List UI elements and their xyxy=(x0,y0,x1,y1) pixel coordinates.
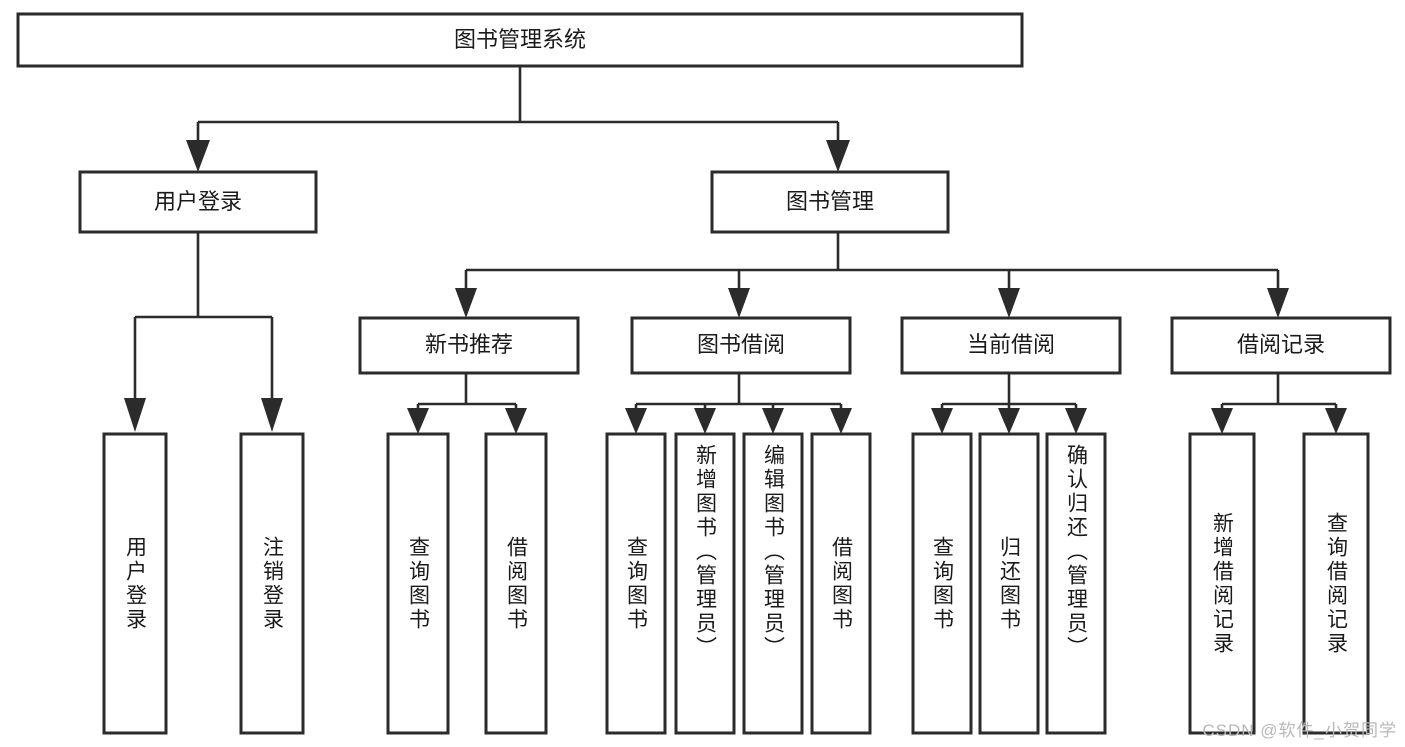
node-leaf-8[interactable] xyxy=(810,432,872,735)
node-book-management-label: 图书管理 xyxy=(786,189,874,214)
connector-layer xyxy=(124,66,1347,434)
node-new-book-recommend-label: 新书推荐 xyxy=(425,332,513,357)
arrow-leaf-12 xyxy=(1211,408,1233,434)
node-borrow-record-label: 借阅记录 xyxy=(1237,332,1325,357)
node-leaf-13[interactable] xyxy=(1302,432,1370,735)
node-user-login[interactable] xyxy=(78,170,318,234)
arrow-leaf-6 xyxy=(694,408,716,434)
node-root[interactable] xyxy=(16,12,1024,68)
arrow-to-newbook xyxy=(455,288,477,318)
node-leaf-1[interactable] xyxy=(102,432,168,735)
arrow-leaf-9 xyxy=(931,408,953,434)
node-book-borrow-label: 图书借阅 xyxy=(697,332,785,357)
node-user-login-label: 用户登录 xyxy=(154,189,242,214)
csdn-watermark: CSDN @软件_小贺同学 xyxy=(1202,721,1397,740)
arrow-leaf-5 xyxy=(625,408,647,434)
arrow-to-user-login xyxy=(186,140,210,172)
arrow-leaf-3 xyxy=(407,408,429,434)
node-leaf-11[interactable] xyxy=(1045,432,1107,735)
node-new-book-recommend[interactable] xyxy=(358,316,580,375)
node-leaf-10[interactable] xyxy=(978,432,1040,735)
arrow-leaf-2 xyxy=(261,398,283,432)
node-current-borrow[interactable] xyxy=(900,316,1122,375)
arrow-leaf-11 xyxy=(1065,408,1087,434)
node-leaf-2[interactable] xyxy=(239,432,305,735)
arrow-leaf-10 xyxy=(998,408,1020,434)
node-leaf-5[interactable] xyxy=(605,432,667,735)
arrow-leaf-4 xyxy=(505,408,527,434)
node-book-management[interactable] xyxy=(710,170,950,234)
arrow-to-record xyxy=(1267,288,1289,318)
node-leaf-3[interactable] xyxy=(386,432,450,735)
node-borrow-record[interactable] xyxy=(1170,316,1392,375)
arrow-leaf-8 xyxy=(830,408,852,434)
node-leaf-9[interactable] xyxy=(911,432,973,735)
arrow-to-borrow xyxy=(728,288,750,318)
node-leaf-6[interactable] xyxy=(674,432,736,735)
node-layer: 图书管理系统 用户登录 图书管理 新书推荐 图书借阅 当前借阅 借阅记录 xyxy=(16,12,1392,735)
node-root-label: 图书管理系统 xyxy=(454,27,586,52)
node-leaf-7[interactable] xyxy=(742,432,804,735)
arrow-leaf-7 xyxy=(762,408,784,434)
node-book-borrow[interactable] xyxy=(630,316,852,375)
arrow-leaf-1 xyxy=(124,398,146,432)
arrow-to-book-mgmt xyxy=(826,140,850,172)
arrow-leaf-13 xyxy=(1325,408,1347,434)
node-leaf-4[interactable] xyxy=(484,432,548,735)
arrow-to-current xyxy=(998,288,1020,318)
node-current-borrow-label: 当前借阅 xyxy=(967,332,1055,357)
node-leaf-12[interactable] xyxy=(1188,432,1256,735)
